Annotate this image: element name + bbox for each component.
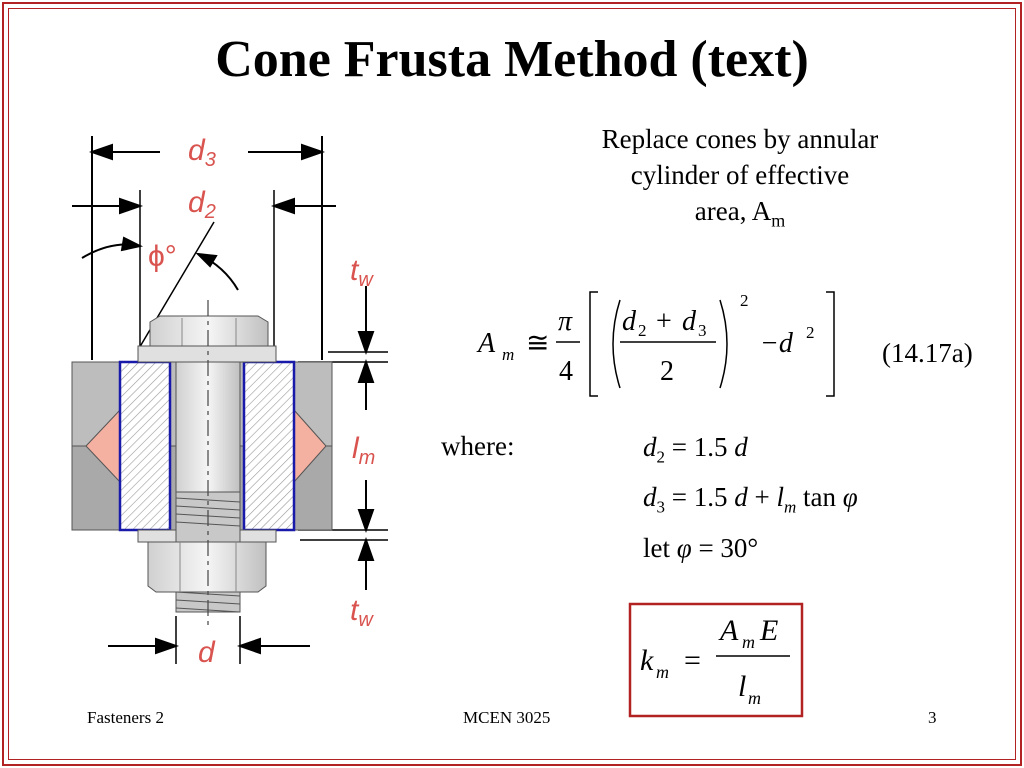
definitions: d2 = 1.5 d d3 = 1.5 d + lm tan φ let φ =…: [643, 427, 858, 568]
annular-cylinder-right: [242, 360, 296, 532]
slide-title: Cone Frusta Method (text): [215, 31, 809, 88]
area-equation: A m ≅ π 4 d 2 + d 3 2 2 −d 2: [476, 291, 835, 397]
footer-page-number: 3: [928, 708, 937, 727]
bolt-head: [149, 315, 269, 347]
svg-text:l: l: [738, 670, 746, 703]
svg-text:=: =: [684, 644, 701, 677]
svg-text:d: d: [622, 306, 637, 337]
svg-text:m: m: [742, 632, 755, 652]
description: Replace cones by annular cylinder of eff…: [540, 122, 940, 233]
svg-text:k: k: [640, 644, 654, 677]
label-d2: d2: [188, 186, 216, 223]
label-d3: d3: [188, 134, 216, 171]
description-line-1: Replace cones by annular: [601, 124, 879, 154]
description-line-2: cylinder of effective: [630, 159, 850, 190]
svg-text:A: A: [718, 614, 739, 647]
footer-left: Fasteners 2: [87, 708, 164, 727]
label-phi: ϕ°: [148, 240, 177, 273]
dimension-lines: [72, 136, 388, 664]
svg-text:2: 2: [638, 321, 647, 340]
definition-d3: d3 = 1.5 d + lm tan φ: [643, 482, 858, 517]
stiffness-equation-box: k m = A m E l m: [628, 602, 804, 718]
svg-text:2: 2: [806, 323, 815, 342]
svg-text:−d: −d: [760, 328, 794, 359]
equation-number: (14.17a): [882, 338, 973, 368]
svg-text:≅: ≅: [526, 328, 549, 359]
footer-center: MCEN 3025: [463, 708, 551, 727]
where-label: where:: [441, 431, 515, 461]
slide-border-inner: [8, 8, 1016, 760]
svg-text:E: E: [759, 614, 778, 647]
svg-text:3: 3: [698, 321, 707, 340]
bolted-joint-figure: d3 d2 ϕ° tw lm tw d: [71, 134, 388, 669]
svg-text:A: A: [476, 328, 496, 359]
label-d: d: [198, 636, 216, 669]
label-tw-bottom: tw: [350, 594, 374, 631]
label-tw-top: tw: [350, 254, 374, 291]
svg-text:2: 2: [740, 291, 749, 310]
definition-d2: d2 = 1.5 d: [643, 432, 748, 467]
nut: [147, 541, 267, 593]
svg-text:2: 2: [660, 356, 674, 387]
svg-text:m: m: [502, 345, 514, 364]
svg-text:d: d: [682, 306, 697, 337]
description-line-3: area, Am: [694, 195, 786, 231]
definition-phi: let φ = 30°: [643, 532, 759, 563]
top-washer: [137, 345, 277, 363]
svg-text:+: +: [656, 306, 672, 337]
label-lm: lm: [352, 432, 375, 469]
svg-text:m: m: [748, 688, 761, 708]
svg-text:π: π: [558, 306, 573, 337]
svg-text:m: m: [656, 662, 669, 682]
svg-text:4: 4: [559, 356, 573, 387]
annular-cylinder-left: [118, 360, 172, 532]
